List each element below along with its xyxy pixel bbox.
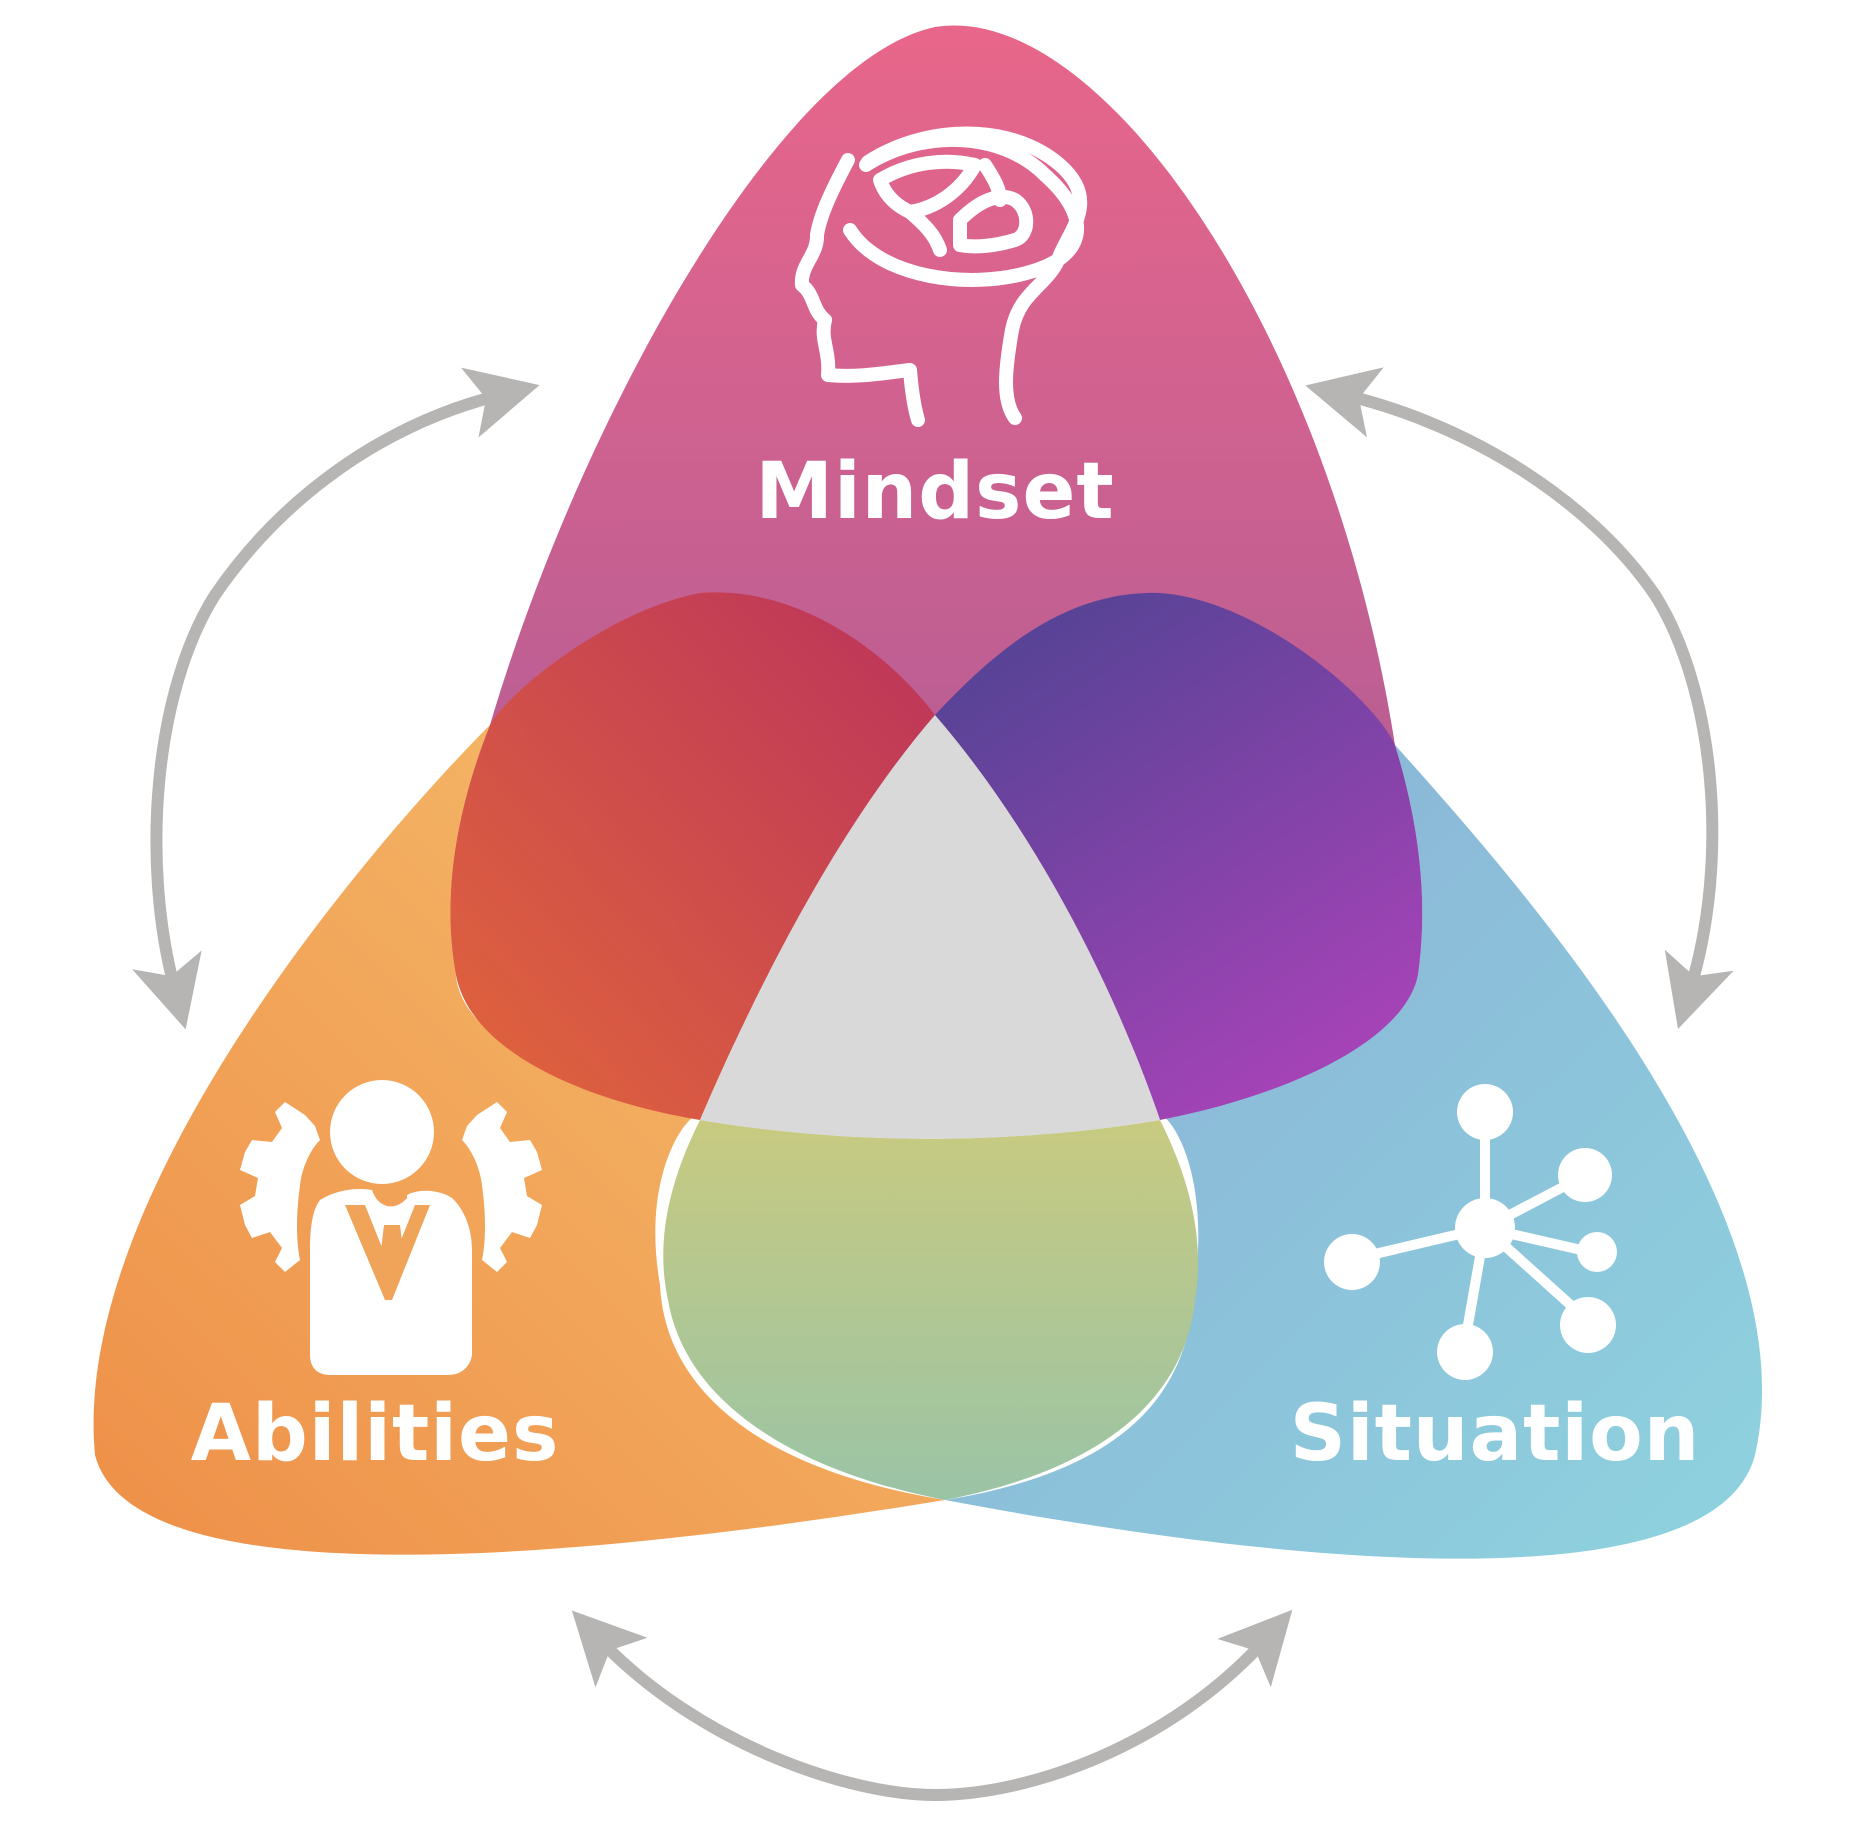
center-intersection [700, 715, 1160, 1139]
mindset-abilities-overlap [450, 592, 935, 1120]
head-brain-icon [794, 126, 1088, 427]
arrow-mindset-abilities [132, 367, 540, 1030]
abilities-label: Abilities [191, 1389, 560, 1479]
arrow-abilities-situation [571, 1609, 1293, 1802]
mindset-situation-overlap [935, 592, 1423, 1120]
situation-label: Situation [1290, 1389, 1701, 1479]
mindset-label: Mindset [755, 447, 1114, 537]
abilities-situation-overlap [663, 1120, 1199, 1500]
network-nodes-icon [1324, 1084, 1617, 1380]
arrow-mindset-situation [1305, 367, 1734, 1030]
person-gears-icon [240, 1080, 542, 1375]
abilities-lobe [93, 725, 945, 1555]
